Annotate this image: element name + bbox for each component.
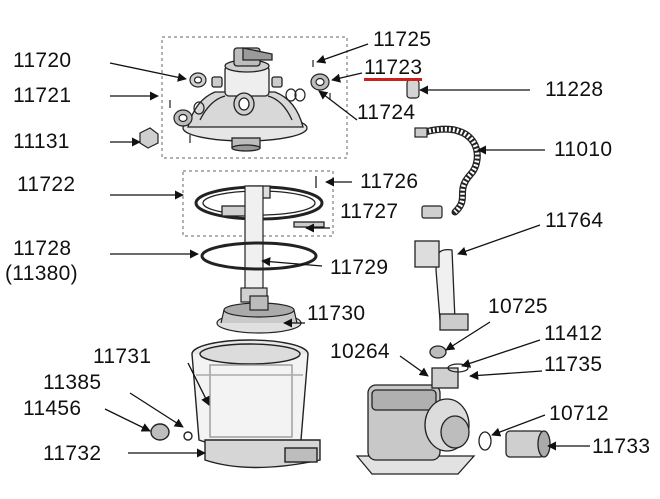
part-label-11131: 11131 [13,130,70,153]
part-label-10725: 10725 [488,295,548,318]
multiport-valve-group-box [161,36,348,159]
elbow-pipe-drawing [414,240,469,331]
part-label-10264: 10264 [330,340,390,363]
part-label-11731: 11731 [93,345,152,368]
valve-fittings [139,60,331,149]
part-label-11412: 11412 [544,322,603,345]
part-label-11729: 11729 [330,256,389,279]
part-label-11764: 11764 [545,209,604,232]
hose-assembly [406,79,481,219]
part-label-11735: 11735 [544,353,603,376]
part-label-11228: 11228 [545,78,604,101]
part-label-11726: 11726 [360,170,419,193]
part-label-11721: 11721 [13,84,72,107]
filter-tank-drawing [150,339,321,469]
laterals-standpipe-drawing [200,185,318,334]
pump-drawing [355,345,551,475]
part-label-11724: 11724 [357,101,416,124]
multiport-valve-drawing [182,47,308,152]
part-label-11723-highlighted: 11723 [364,56,423,81]
part-label-11720: 11720 [13,49,72,72]
part-label-11010: 11010 [554,138,613,161]
part-label-11456: 11456 [23,397,82,420]
part-label-11722: 11722 [17,173,76,196]
part-label-11730: 11730 [307,302,366,325]
part-label-11385: 11385 [43,371,102,394]
part-label-11725: 11725 [373,28,432,51]
part-label-11727: 11727 [340,200,399,223]
leader-lines [104,43,590,458]
part-label-11728: 11728 [13,237,72,260]
part-label-11380: (11380) [5,262,78,285]
part-label-10712: 10712 [549,402,609,425]
part-label-11733: 11733 [592,435,651,458]
part-label-11732: 11732 [43,442,102,465]
